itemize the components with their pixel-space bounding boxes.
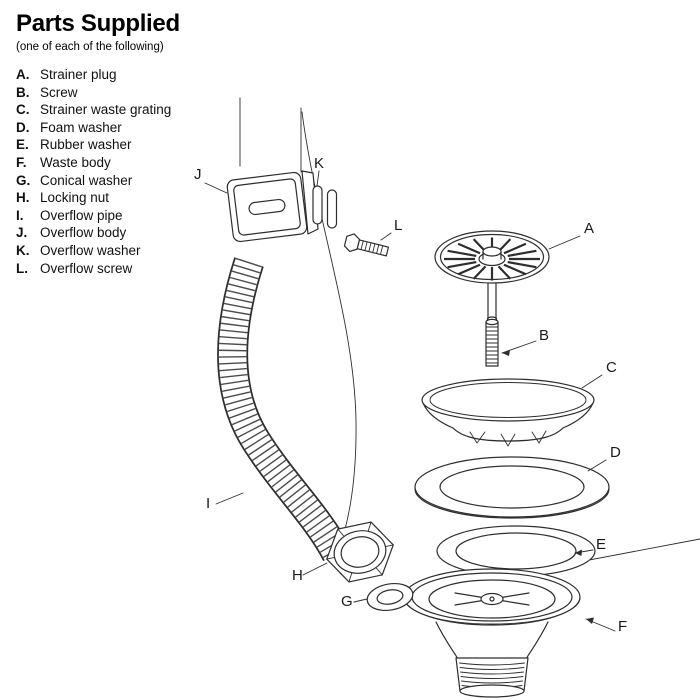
parts-list-item: H. Locking nut — [16, 189, 251, 207]
part-label: Strainer waste grating — [40, 102, 172, 118]
page-subtitle: (one of each of the following) — [16, 41, 164, 53]
locking-nut-drawing — [326, 521, 394, 583]
part-key: H. — [16, 190, 30, 206]
callout-e: E — [596, 536, 606, 553]
part-key: A. — [16, 67, 30, 82]
callout-f: F — [618, 618, 627, 635]
part-label: Overflow pipe — [40, 207, 123, 223]
callout-j: J — [194, 166, 202, 183]
parts-list-item: I. Overflow pipe — [16, 207, 251, 225]
parts-list-item: D. Foam washer — [16, 119, 251, 137]
callout-letters: A B C D E F G H I J K L — [194, 155, 627, 635]
strainer-plug-drawing — [434, 230, 550, 322]
callout-d: D — [610, 444, 621, 461]
parts-list-item: F. Waste body — [16, 154, 251, 172]
overflow-washer-drawing — [312, 185, 338, 229]
callout-k: K — [314, 155, 324, 172]
callout-b: B — [539, 327, 549, 344]
part-key: I. — [16, 207, 24, 223]
grating-drawing — [421, 378, 595, 447]
part-label: Overflow screw — [40, 260, 133, 276]
part-key: C. — [16, 102, 30, 118]
callout-g: G — [341, 593, 353, 610]
callout-h: H — [292, 567, 303, 584]
foam-washer-drawing — [414, 456, 610, 519]
overflow-screw-drawing — [343, 233, 390, 257]
rubber-washer-drawing — [436, 525, 596, 577]
parts-list-item: L. Overflow screw — [16, 260, 251, 278]
part-label: Foam washer — [40, 119, 122, 135]
callout-i: I — [206, 495, 210, 512]
part-key: J. — [16, 225, 28, 241]
callout-leader-lines — [204, 170, 616, 632]
part-label: Conical washer — [40, 172, 133, 188]
screw-drawing — [485, 318, 499, 367]
part-label: Strainer plug — [40, 67, 117, 82]
overflow-pipe-drawing — [217, 257, 351, 562]
callout-c: C — [606, 359, 617, 376]
conical-washer-drawing — [366, 582, 414, 612]
part-label: Waste body — [40, 154, 111, 170]
callout-a: A — [584, 220, 594, 237]
parts-list-item: G. Conical washer — [16, 172, 251, 190]
page-title: Parts Supplied — [16, 10, 180, 37]
parts-list-item: J. Overflow body — [16, 224, 251, 242]
parts-list: A. Strainer plug B. Screw C. Strainer waste… — [16, 66, 251, 277]
part-label: Overflow body — [40, 225, 127, 241]
part-label: Locking nut — [40, 190, 110, 206]
overflow-body-drawing — [226, 170, 319, 243]
part-label: Overflow washer — [40, 242, 141, 258]
parts-list-item: B. Screw — [16, 84, 251, 102]
part-label: Rubber washer — [40, 137, 132, 153]
parts-list-item: E. Rubber washer — [16, 136, 251, 154]
part-key: F. — [16, 154, 27, 170]
parts-list-item: A. Strainer plug — [16, 66, 251, 84]
part-key: L. — [16, 260, 28, 276]
parts-list-panel: Parts Supplied (one of each of the follo… — [16, 10, 251, 277]
part-key: E. — [16, 137, 29, 153]
part-key: B. — [16, 84, 30, 100]
part-label: Screw — [40, 84, 78, 100]
part-key: G. — [16, 172, 31, 188]
waste-body-drawing — [403, 568, 581, 698]
parts-list-item: K. Overflow washer — [16, 242, 251, 260]
parts-list-item: C. Strainer waste grating — [16, 101, 251, 119]
part-key: D. — [16, 119, 30, 135]
part-key: K. — [16, 242, 30, 258]
callout-l: L — [394, 217, 402, 234]
